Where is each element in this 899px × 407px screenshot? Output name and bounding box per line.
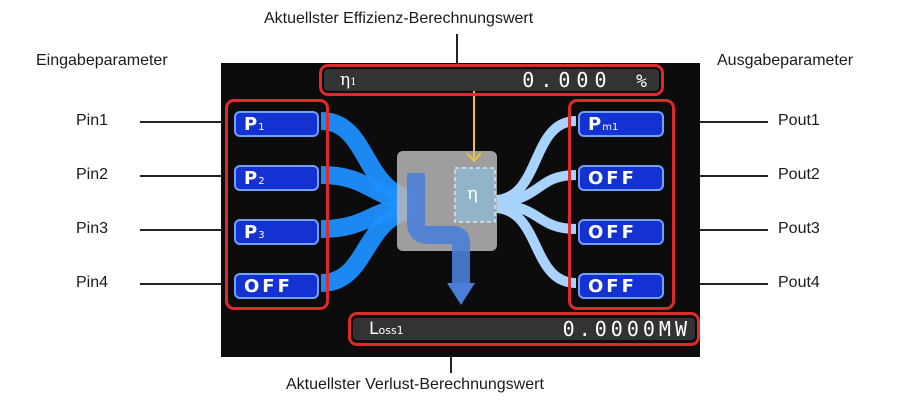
efficiency-frame: η1 0.000 % xyxy=(319,64,664,96)
efficiency-readout: η1 0.000 % xyxy=(324,69,659,91)
loss-symbol: Loss1 xyxy=(369,319,404,339)
callout-pin1: Pin1 xyxy=(76,112,108,130)
callout-pout3: Pout3 xyxy=(778,220,820,238)
callout-pin3: Pin3 xyxy=(76,220,108,238)
callout-efficiency-label: Aktuellster Effizienz-Berechnungswert xyxy=(264,10,533,28)
efficiency-value: 0.000 % xyxy=(522,68,647,92)
callout-output-group-label: Ausgabeparameter xyxy=(717,52,853,70)
output-flow-2 xyxy=(496,175,576,202)
output-param-3[interactable]: OFF xyxy=(578,219,664,245)
loss-arrowhead xyxy=(447,283,475,305)
loss-value: 0.0000MW xyxy=(563,317,691,341)
eta-symbol: η xyxy=(467,183,478,204)
input-param-4[interactable]: OFF xyxy=(234,273,319,299)
loss-readout: Loss1 0.0000MW xyxy=(353,318,695,340)
output-param-2[interactable]: OFF xyxy=(578,165,664,191)
callout-pin2: Pin2 xyxy=(76,166,108,184)
efficiency-symbol: η1 xyxy=(340,70,357,90)
loss-frame: Loss1 0.0000MW xyxy=(348,312,700,346)
callout-pout1: Pout1 xyxy=(778,112,820,130)
callout-loss-label: Aktuellster Verlust-Berechnungswert xyxy=(286,376,544,394)
callout-pout2: Pout2 xyxy=(778,166,820,184)
callout-pin4: Pin4 xyxy=(76,274,108,292)
callout-pout4: Pout4 xyxy=(778,274,820,292)
callout-input-group-label: Eingabeparameter xyxy=(36,52,168,70)
output-param-4[interactable]: OFF xyxy=(578,273,664,299)
